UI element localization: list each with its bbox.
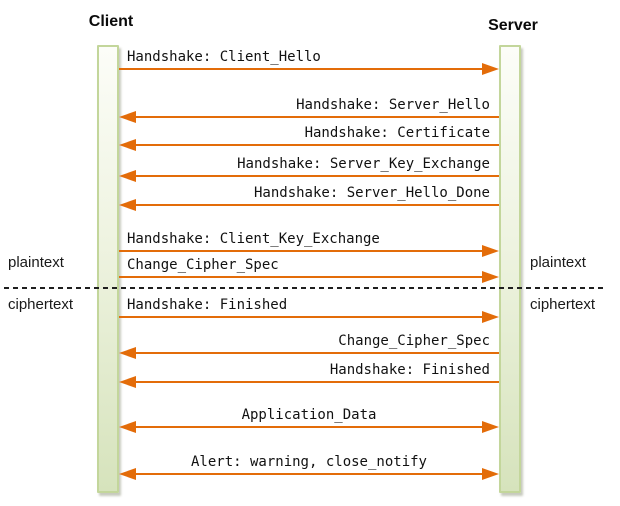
arrowhead-right-icon	[482, 245, 499, 257]
message-line	[135, 144, 499, 146]
message-label: Application_Data	[241, 407, 377, 423]
message-line	[119, 250, 484, 252]
arrowhead-left-icon	[119, 139, 136, 151]
arrowhead-left-icon	[119, 347, 136, 359]
message-line	[135, 204, 499, 206]
message-label: Handshake: Finished	[329, 362, 490, 378]
arrowhead-left-icon	[119, 199, 136, 211]
message-line	[135, 175, 499, 177]
arrowhead-right-icon	[482, 271, 499, 283]
lifeline-server	[499, 45, 521, 493]
message-label: Handshake: Client_Hello	[127, 49, 321, 65]
message-line	[135, 426, 483, 428]
section-label-plaintext-right: plaintext	[530, 254, 586, 271]
message-label: Change_Cipher_Spec	[127, 257, 279, 273]
message-label: Change_Cipher_Spec	[338, 333, 490, 349]
arrowhead-left-icon	[119, 468, 136, 480]
arrowhead-right-icon	[482, 468, 499, 480]
arrowhead-left-icon	[119, 111, 136, 123]
message-label: Handshake: Server_Hello	[296, 97, 490, 113]
plaintext-ciphertext-divider	[4, 287, 605, 289]
message-line	[135, 352, 499, 354]
message-line	[119, 68, 484, 70]
arrowhead-right-icon	[482, 63, 499, 75]
actor-title-server: Server	[488, 17, 538, 34]
arrowhead-right-icon	[482, 421, 499, 433]
actor-title-client: Client	[88, 13, 134, 30]
message-line	[119, 316, 484, 318]
section-label-ciphertext-left: ciphertext	[8, 296, 74, 313]
message-label: Handshake: Certificate	[304, 125, 490, 141]
message-line	[119, 276, 484, 278]
arrowhead-left-icon	[119, 170, 136, 182]
section-label-ciphertext-right: ciphertext	[530, 296, 596, 313]
message-label: Alert: warning, close_notify	[190, 454, 427, 470]
arrowhead-left-icon	[119, 421, 136, 433]
message-label: Handshake: Finished	[127, 297, 288, 313]
section-label-plaintext-left: plaintext	[8, 254, 64, 271]
arrowhead-right-icon	[482, 311, 499, 323]
message-line	[135, 381, 499, 383]
arrowhead-left-icon	[119, 376, 136, 388]
message-label: Handshake: Server_Key_Exchange	[237, 156, 490, 172]
message-label: Handshake: Client_Key_Exchange	[127, 231, 380, 247]
lifeline-client	[97, 45, 119, 493]
message-line	[135, 116, 499, 118]
message-label: Handshake: Server_Hello_Done	[253, 185, 490, 201]
message-line	[135, 473, 483, 475]
